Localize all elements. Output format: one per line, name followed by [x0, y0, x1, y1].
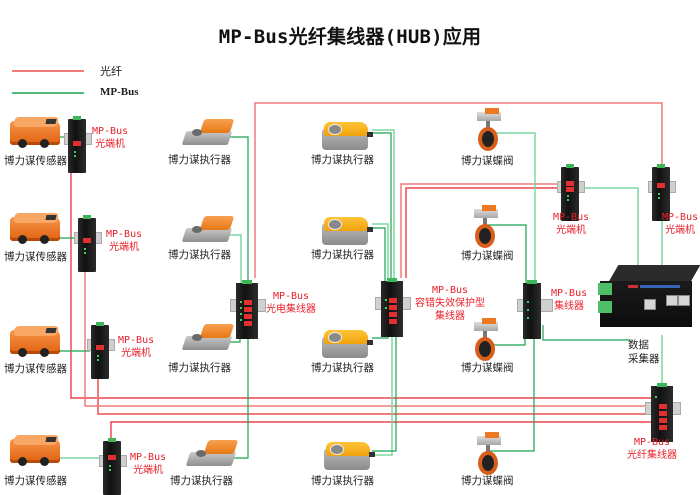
valve-label: 博力谋蝶阀 — [461, 155, 514, 167]
mpbus-hub-icon — [517, 280, 553, 339]
actuator-label: 博力谋执行器 — [311, 249, 374, 261]
sensor-icon — [8, 326, 62, 360]
actuator-label: 博力谋执行器 — [168, 249, 231, 261]
sensor-icon — [8, 213, 62, 247]
fiber-converter-icon — [74, 215, 102, 272]
fiber-wire — [84, 262, 652, 407]
butterfly-valve-icon — [473, 432, 503, 476]
butterfly-valve-icon — [470, 205, 500, 249]
fiber-wire — [97, 366, 652, 415]
mpbus-wire — [372, 129, 395, 285]
fiber-wire — [254, 102, 663, 278]
actuator-icon — [320, 120, 376, 156]
mpbus-wire — [372, 325, 393, 456]
sensor-icon — [8, 435, 62, 469]
valve-label: 博力谋蝶阀 — [461, 250, 514, 262]
photoelectric-hub-icon — [230, 280, 266, 339]
actuator-label: 博力谋执行器 — [311, 154, 374, 166]
butterfly-valve-icon — [473, 108, 503, 152]
sensor-label: 博力谋传感器 — [4, 363, 67, 375]
butterfly-valve-icon — [470, 318, 500, 362]
valve-label: 博力谋蝶阀 — [461, 475, 514, 487]
fiber-converter-icon — [87, 322, 115, 379]
data-collector-label: 数据采集器 — [628, 339, 660, 365]
actuator-icon — [322, 440, 378, 476]
fiber-converter-icon — [64, 116, 92, 173]
actuator-label: 博力谋执行器 — [311, 475, 374, 487]
fiber-wire — [405, 187, 560, 278]
actuator-label: 博力谋执行器 — [170, 475, 233, 487]
actuator-icon — [181, 214, 236, 246]
sensor-label: 博力谋传感器 — [4, 155, 67, 167]
fiber-wire — [110, 421, 652, 440]
actuator-icon — [185, 438, 240, 470]
page-title: MP-Bus光纤集线器(HUB)应用 — [218, 26, 482, 48]
actuator-label: 博力谋执行器 — [168, 154, 231, 166]
actuator-label: 博力谋执行器 — [168, 362, 231, 374]
fiber-wire — [70, 160, 652, 399]
sensor-label: 博力谋传感器 — [4, 475, 67, 487]
data-collector-icon — [598, 265, 700, 337]
mpbus-wire — [578, 187, 639, 265]
mpbus-wire — [372, 223, 389, 285]
actuator-icon — [181, 322, 236, 354]
mpbus-wire — [487, 224, 527, 285]
mpbus-wire — [372, 227, 386, 285]
fault-tolerant-hub-icon — [375, 278, 411, 337]
fiber-converter-icon — [99, 438, 127, 495]
mpbus-wire — [487, 132, 536, 285]
sensor-label: 博力谋传感器 — [4, 251, 67, 263]
valve-label: 博力谋蝶阀 — [461, 362, 514, 374]
sensor-icon — [8, 117, 62, 151]
mpbus-wire — [487, 325, 535, 452]
fiber-hub-icon — [645, 383, 681, 442]
mpbus-wire — [372, 132, 392, 285]
fiber-converter-icon — [648, 164, 676, 221]
actuator-label: 博力谋执行器 — [311, 362, 374, 374]
mpbus-wire — [223, 136, 249, 285]
actuator-icon — [320, 215, 376, 251]
legend-mpbus-label: MP-Bus — [100, 86, 139, 98]
actuator-icon — [181, 117, 236, 149]
fiber-converter-icon — [557, 164, 585, 221]
fiber-wire — [400, 183, 560, 278]
mpbus-wire — [228, 325, 249, 459]
mpbus-wire — [542, 325, 630, 341]
mpbus-wire — [372, 325, 397, 452]
actuator-icon — [320, 328, 376, 364]
legend-fiber-label: 光纤 — [100, 65, 122, 78]
